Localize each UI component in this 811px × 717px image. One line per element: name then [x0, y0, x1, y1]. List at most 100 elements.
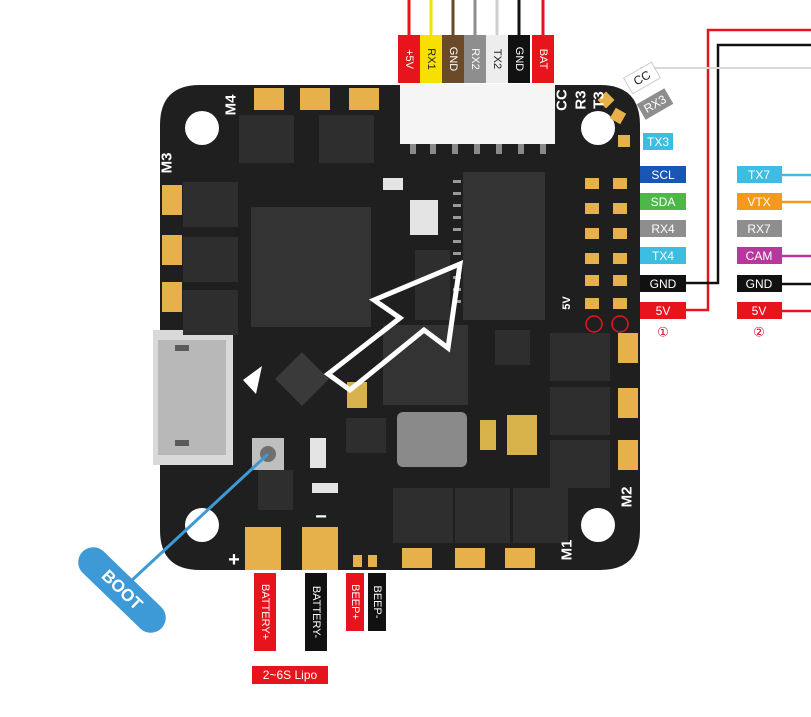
orientation-arrow [243, 366, 262, 394]
pad-gnd: GND [640, 275, 686, 292]
pin-swatch [398, 35, 420, 83]
chip [383, 325, 468, 405]
right-solder-pads [585, 91, 630, 309]
mount-hole [185, 508, 219, 542]
motor-pad [300, 88, 330, 110]
connector1-leads [640, 28, 811, 312]
label-m1: M1 [559, 540, 576, 561]
pad-swatch [640, 193, 686, 210]
pad-swatch [254, 573, 276, 651]
battery-pad [245, 527, 281, 570]
label-beep-minus: BEEP- [368, 573, 386, 631]
pad-swatch [640, 247, 686, 264]
top-pin-gnd-2: GND [508, 35, 530, 83]
mount-hole [581, 111, 615, 145]
pin-label: TX2 [491, 49, 503, 69]
pad-swatch [643, 133, 673, 150]
gyro-chip [275, 352, 329, 406]
pin-swatch [508, 35, 530, 83]
pad-swatch [305, 573, 327, 651]
rx3-tag: RX3 [636, 88, 674, 120]
connector2-labels: TX7 VTX RX7 CAM GND 5V ② [737, 166, 811, 341]
beep-pad [353, 555, 362, 567]
mark-circle [611, 315, 629, 333]
mount-hole [581, 508, 615, 542]
pad-label: BATTERY+ [259, 584, 271, 640]
top-connector-labels: +5V RX1 GND RX2 TX2 GND BAT [398, 35, 554, 83]
pad-swatch [737, 193, 782, 210]
cc-swatch [622, 61, 662, 95]
rx3-swatch [636, 88, 674, 120]
pad-label: SDA [651, 195, 676, 209]
pad-swatch [737, 166, 782, 183]
pad-scl: SCL [640, 166, 686, 183]
pad-label: TX3 [647, 135, 669, 149]
pad-label: 5V [656, 304, 671, 318]
c2-5v: 5V [737, 302, 782, 319]
c2-vtx: VTX [737, 193, 782, 210]
pad-label: TX4 [652, 249, 674, 263]
motor-pad [618, 388, 638, 418]
label-r3: R3 [573, 90, 590, 109]
pad-swatch [737, 220, 782, 237]
label-m2: M2 [619, 487, 636, 508]
pad-swatch [640, 220, 686, 237]
label-cc: CC [554, 89, 571, 111]
c2-tx7: TX7 [737, 166, 782, 183]
label-5v: 5V [561, 296, 573, 310]
pin-swatch [464, 35, 486, 83]
pad-label: BATTERY- [310, 586, 322, 639]
pad-swatch [640, 166, 686, 183]
inductor [397, 412, 467, 467]
pad-swatch [640, 302, 686, 319]
pad-5v: 5V [640, 302, 686, 319]
pad-swatch [346, 573, 364, 631]
silkscreen: M4 M3 M2 M1 CC R3 T3 5V + − [159, 89, 636, 571]
pad-label: GND [650, 277, 677, 291]
cc-tag: CC [622, 61, 662, 95]
pad-label: RX4 [651, 222, 675, 236]
label-minus: − [315, 506, 327, 528]
c2-rx7: RX7 [737, 220, 782, 237]
boot-tag [78, 547, 166, 633]
c2-cam: CAM [737, 247, 782, 264]
motor-pad [618, 440, 638, 470]
pin-label: GND [513, 47, 525, 72]
beep-pad [368, 555, 377, 567]
label-beep-plus: BEEP+ [346, 573, 364, 631]
motor-pad [455, 548, 485, 568]
pad-label: TX7 [748, 168, 770, 182]
pin-label: +5V [403, 49, 415, 70]
motor-pad [402, 548, 432, 568]
right-pad-labels: TX3 SCL SDA RX4 TX4 GND 5V ① [640, 133, 686, 341]
pad-tx4: TX4 [640, 247, 686, 264]
motor-pad [618, 333, 638, 363]
label-battery-minus: BATTERY- [305, 573, 327, 651]
flight-controller-board [153, 84, 640, 570]
jst-connector [400, 84, 555, 144]
pad-swatch [640, 275, 686, 292]
top-pin-5v: +5V [398, 35, 420, 83]
pad-label: SCL [651, 168, 675, 182]
direction-arrow [323, 259, 464, 394]
top-pin-rx2: RX2 [464, 35, 486, 83]
pin-swatch [442, 35, 464, 83]
pin-label: RX2 [469, 48, 481, 69]
pin-swatch [486, 35, 508, 83]
osd-chip [463, 172, 545, 320]
pad-label: BEEP+ [349, 584, 361, 620]
pad-tx3: TX3 [643, 133, 673, 150]
pad-label: 5V [752, 304, 767, 318]
mark-circle [585, 315, 603, 333]
pad-label: BEEP- [371, 585, 383, 618]
label-battery-plus: BATTERY+ [254, 573, 276, 651]
pad-label: GND [746, 277, 773, 291]
mcu-chip [251, 207, 371, 327]
pin-swatch [420, 35, 442, 83]
c2-gnd: GND [737, 275, 782, 292]
pad-swatch [737, 302, 782, 319]
pad-swatch [737, 247, 782, 264]
motor-pad [162, 235, 182, 265]
top-pin-bat: BAT [532, 35, 554, 83]
motor-pad [254, 88, 284, 110]
